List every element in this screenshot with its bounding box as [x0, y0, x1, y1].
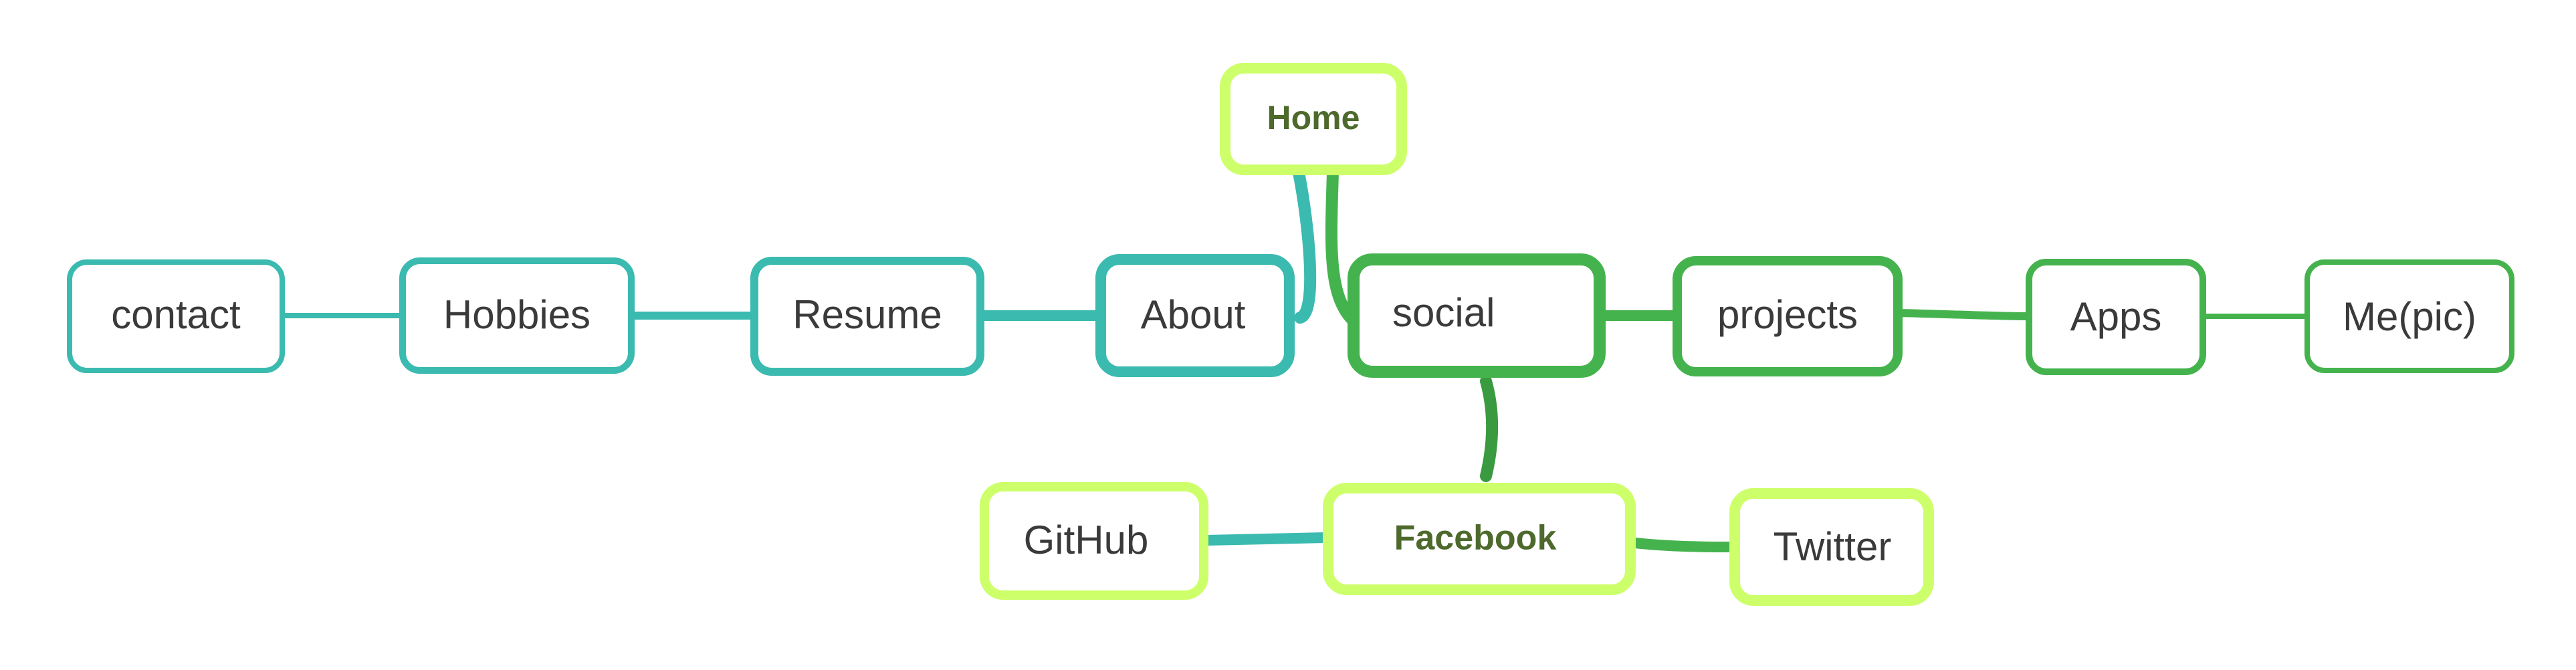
connector-social-facebook: [1480, 375, 1499, 482]
node-label: GitHub: [1024, 518, 1149, 562]
node-contact[interactable]: contact: [67, 259, 285, 373]
node-github[interactable]: GitHub: [980, 482, 1208, 600]
connector-github-facebook: [1202, 532, 1331, 546]
node-hobbies[interactable]: Hobbies: [399, 257, 635, 374]
node-about[interactable]: About: [1095, 254, 1295, 377]
node-label: Resume: [792, 292, 942, 337]
node-apps[interactable]: Apps: [2026, 259, 2206, 375]
node-label: Home: [1267, 99, 1360, 136]
node-facebook[interactable]: Facebook: [1323, 483, 1636, 595]
node-label: Facebook: [1394, 519, 1557, 558]
connector-projects-apps: [1895, 309, 2030, 320]
node-label: About: [1141, 292, 1246, 337]
node-label: projects: [1717, 292, 1858, 337]
node-twitter[interactable]: Twitter: [1729, 488, 1934, 606]
connector-home-social: [1325, 166, 1358, 326]
node-label: Me(pic): [2343, 294, 2476, 339]
node-social[interactable]: social: [1348, 253, 1606, 378]
node-home[interactable]: Home: [1220, 63, 1407, 175]
node-projects[interactable]: projects: [1673, 256, 1903, 376]
connector-facebook-twitter: [1630, 538, 1737, 552]
connectors: [282, 166, 2309, 552]
connector-about-home: [1293, 166, 1317, 324]
node-label: contact: [111, 292, 241, 337]
node-label: Twitter: [1774, 524, 1892, 569]
node-resume[interactable]: Resume: [750, 257, 984, 376]
node-label: Hobbies: [443, 292, 591, 337]
node-label: social: [1392, 290, 1495, 335]
node-label: Apps: [2070, 294, 2162, 339]
node-mepic[interactable]: Me(pic): [2304, 259, 2514, 373]
